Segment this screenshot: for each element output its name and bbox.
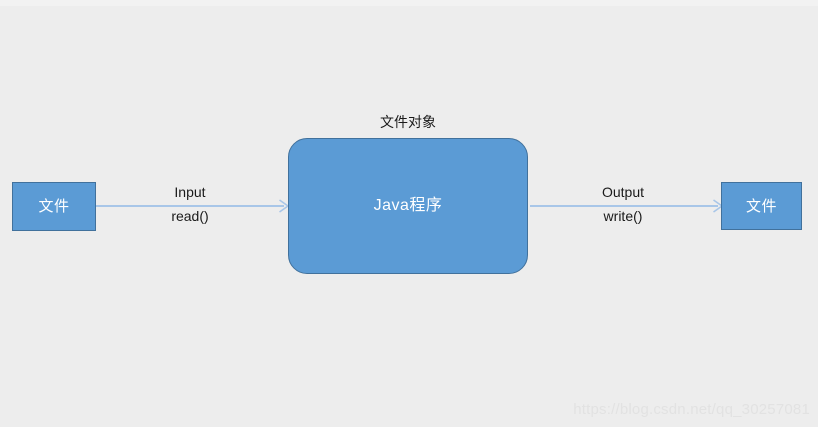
edge-label-input-below: read() — [171, 208, 209, 224]
node-file-input-label: 文件 — [38, 198, 70, 215]
node-java-program-label: Java程序 — [373, 197, 443, 214]
connector-output — [530, 205, 718, 207]
canvas-top-strip — [0, 0, 818, 6]
edge-label-output: Output write() — [553, 185, 693, 223]
connector-input — [96, 205, 284, 207]
edge-label-output-above: Output — [601, 184, 645, 200]
node-file-output[interactable]: 文件 — [721, 182, 802, 230]
node-java-program[interactable]: Java程序 — [288, 138, 528, 274]
watermark: https://blog.csdn.net/qq_30257081 — [573, 401, 810, 418]
label-file-object: 文件对象 — [380, 114, 436, 130]
node-file-output-label: 文件 — [745, 197, 777, 215]
edge-label-input: Input read() — [120, 185, 260, 223]
edge-label-input-above: Input — [174, 184, 206, 200]
edge-label-output-below: write() — [603, 208, 643, 224]
node-file-input[interactable]: 文件 — [12, 182, 96, 231]
